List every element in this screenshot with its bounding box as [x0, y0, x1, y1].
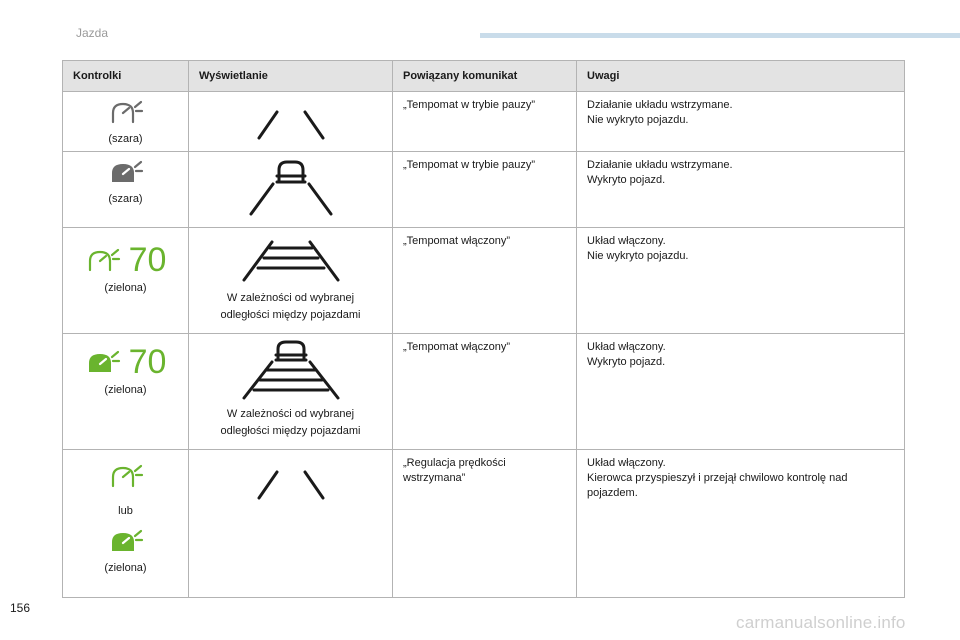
- section-header-bar: [480, 33, 960, 38]
- message-cell: „Tempomat włączony”: [392, 227, 577, 334]
- indicator-color-caption: (zielona): [104, 384, 147, 396]
- lane-distance-bars-icon: [242, 240, 339, 282]
- cruise-control-outline-icon: [111, 100, 143, 124]
- message-cell: „Tempomat włączony”: [392, 333, 577, 450]
- message-line: wstrzymana”: [403, 472, 466, 484]
- set-speed-value: 70: [128, 241, 167, 279]
- indicator-with-speed: 70: [67, 242, 184, 278]
- notes-cell: Działanie układu wstrzymane. Wykryto poj…: [576, 151, 905, 228]
- table-row: 70 (zielona) W zależności od wybranej od…: [62, 333, 905, 450]
- lane-lines-icon: [257, 110, 324, 140]
- table-row: lub (zielona) „Regulacja prędkości wstrz…: [62, 449, 905, 598]
- lane-vehicle-distance-icon: [242, 340, 339, 400]
- notes-cell: Układ włączony. Kierowca przyspieszył i …: [576, 449, 905, 598]
- table-row: (szara) „Tempomat w trybie pauzy” Działa…: [62, 91, 905, 152]
- lane-vehicle-icon: [249, 160, 332, 216]
- indicator-with-speed: 70: [67, 344, 184, 380]
- note-line: Układ włączony.: [587, 235, 666, 247]
- message-cell: „Tempomat w trybie pauzy”: [392, 151, 577, 228]
- cruise-control-outline-icon: [111, 464, 143, 488]
- cruise-control-vehicle-icon: [88, 350, 120, 372]
- message-line: „Regulacja prędkości: [403, 457, 506, 469]
- display-cell: [188, 151, 393, 228]
- cruise-control-vehicle-icon: [111, 160, 143, 182]
- watermark: carmanualsonline.info: [736, 613, 906, 632]
- cruise-control-vehicle-icon: [111, 529, 143, 551]
- note-line: Kierowca przyspieszył i przejął chwilowo…: [587, 472, 848, 484]
- cruise-control-outline-icon: [88, 248, 120, 272]
- display-caption-line: odległości między pojazdami: [220, 425, 361, 437]
- column-header-indicators: Kontrolki: [62, 60, 189, 92]
- section-title: Jazda: [76, 26, 109, 40]
- notes-cell: Układ włączony. Nie wykryto pojazdu.: [576, 227, 905, 334]
- display-cell: [188, 449, 393, 598]
- notes-cell: Działanie układu wstrzymane. Nie wykryto…: [576, 91, 905, 152]
- message-cell: „Tempomat w trybie pauzy”: [392, 91, 577, 152]
- note-line: Układ włączony.: [587, 341, 666, 353]
- column-header-notes: Uwagi: [576, 60, 905, 92]
- note-line: Nie wykryto pojazdu.: [587, 250, 689, 262]
- column-header-display: Wyświetlanie: [188, 60, 393, 92]
- display-cell: W zależności od wybranej odległości międ…: [188, 227, 393, 334]
- note-line: Działanie układu wstrzymane.: [587, 99, 733, 111]
- note-line: Wykryto pojazd.: [587, 174, 666, 186]
- indicator-cell: 70 (zielona): [62, 333, 189, 450]
- lane-lines-icon: [257, 470, 324, 500]
- indicator-cell: (szara): [62, 151, 189, 228]
- indicator-color-caption: (szara): [108, 133, 143, 145]
- indicator-cell: (szara): [62, 91, 189, 152]
- note-line: Nie wykryto pojazdu.: [587, 114, 689, 126]
- note-line: pojazdem.: [587, 487, 638, 499]
- or-separator: lub: [118, 505, 133, 517]
- table-row: 70 (zielona) W zależności od wybranej od…: [62, 227, 905, 334]
- page-number: 156: [10, 601, 31, 615]
- display-cell: [188, 91, 393, 152]
- table-header-row: Kontrolki Wyświetlanie Powiązany komunik…: [62, 60, 905, 92]
- table-row: (szara) „Tempomat w trybie pauzy” Działa…: [62, 151, 905, 228]
- display-cell: W zależności od wybranej odległości międ…: [188, 333, 393, 450]
- display-caption-line: W zależności od wybranej: [226, 292, 355, 304]
- cruise-control-indicator-table: Kontrolki Wyświetlanie Powiązany komunik…: [62, 60, 905, 598]
- display-caption-line: odległości między pojazdami: [220, 309, 361, 321]
- note-line: Układ włączony.: [587, 457, 666, 469]
- column-header-message: Powiązany komunikat: [392, 60, 577, 92]
- note-line: Wykryto pojazd.: [587, 356, 666, 368]
- indicator-cell: lub (zielona): [62, 449, 189, 598]
- indicator-cell: 70 (zielona): [62, 227, 189, 334]
- message-cell: „Regulacja prędkości wstrzymana”: [392, 449, 577, 598]
- indicator-color-caption: (szara): [108, 193, 143, 205]
- note-line: Działanie układu wstrzymane.: [587, 159, 733, 171]
- indicator-color-caption: (zielona): [104, 282, 147, 294]
- set-speed-value: 70: [128, 343, 167, 381]
- indicator-color-caption: (zielona): [104, 562, 147, 574]
- notes-cell: Układ włączony. Wykryto pojazd.: [576, 333, 905, 450]
- display-caption-line: W zależności od wybranej: [226, 408, 355, 420]
